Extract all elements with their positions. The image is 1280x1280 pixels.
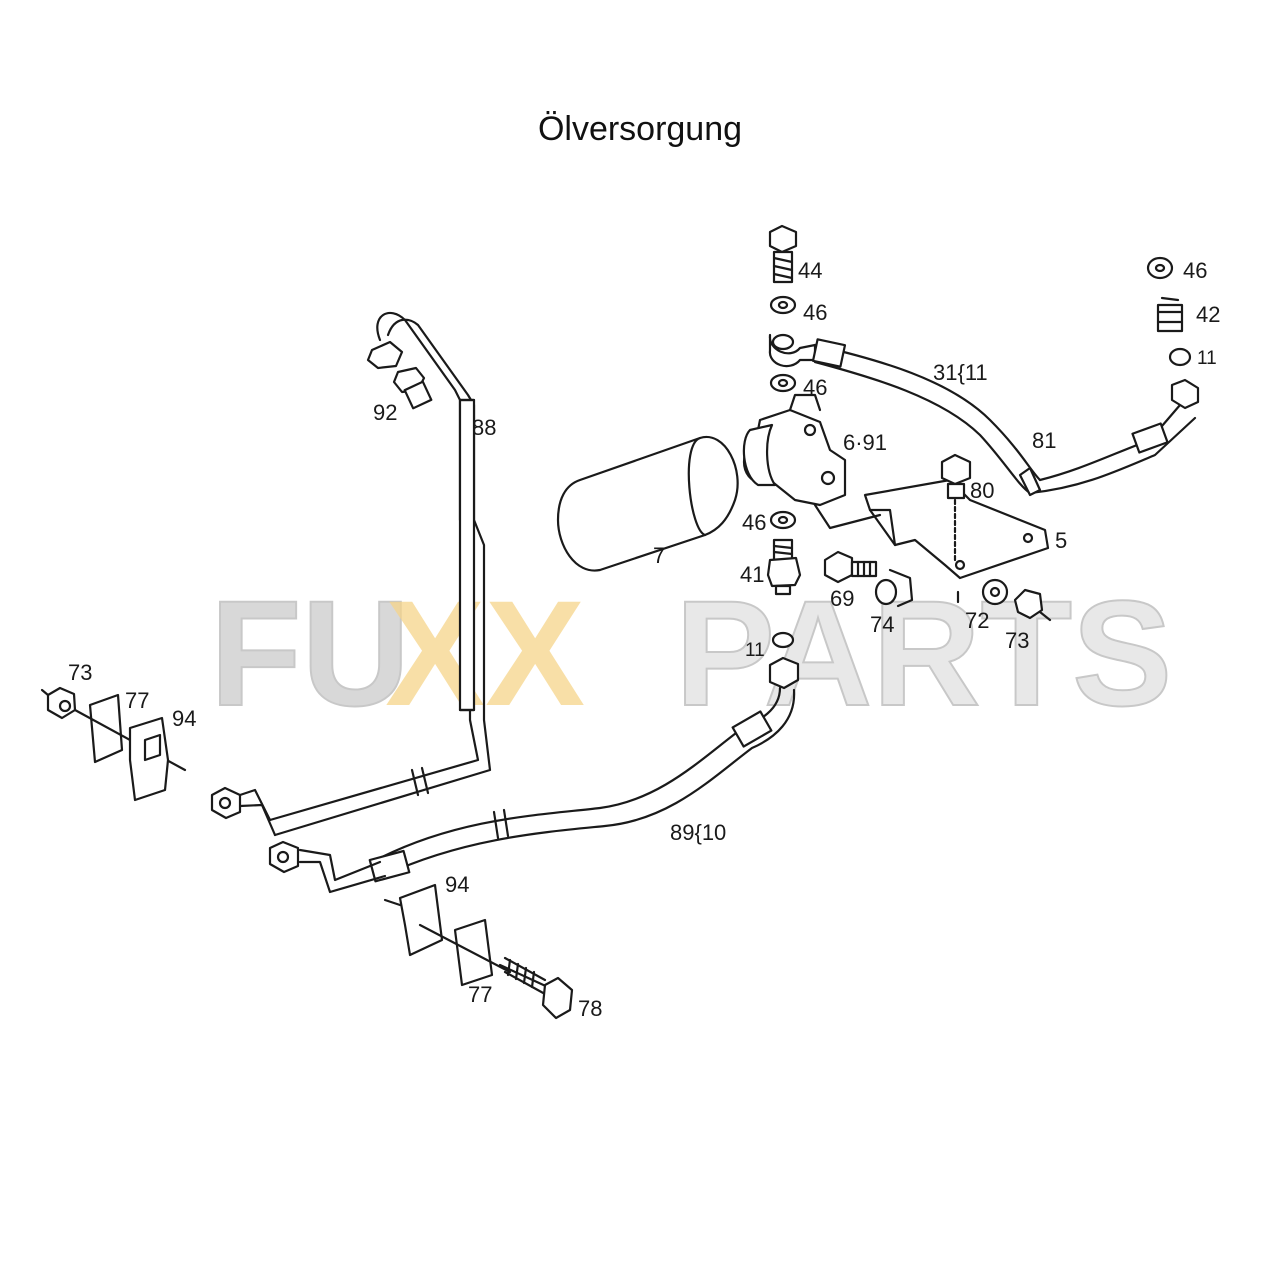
fitting-stack-41 [766, 510, 802, 690]
label-80: 80 [970, 478, 994, 503]
label-44: 44 [798, 258, 822, 283]
clamp-set-left [40, 686, 187, 802]
label-46-mid: 46 [803, 375, 827, 400]
label-78: 78 [578, 996, 602, 1021]
label-46-top: 46 [803, 300, 827, 325]
label-81: 81 [1032, 428, 1056, 453]
clamp-set-bottom [383, 883, 574, 1020]
bolt-69 [823, 550, 914, 608]
washer-72 [956, 578, 1052, 622]
label-69: 69 [830, 586, 854, 611]
label-73-right: 73 [1005, 628, 1029, 653]
label-5: 5 [1055, 528, 1067, 553]
hose-31 [811, 338, 1197, 497]
pipe-end-fittings [210, 786, 300, 874]
hose-89 [238, 686, 796, 894]
label-42: 42 [1196, 302, 1220, 327]
label-46-right: 46 [1183, 258, 1207, 283]
bolt-stack-44 [768, 224, 817, 393]
label-11-right: 11 [1197, 348, 1217, 369]
label-74: 74 [870, 612, 894, 637]
page-title: Ölversorgung [537, 110, 743, 148]
label-77-bottom: 77 [468, 982, 492, 1007]
label-94-bottom: 94 [445, 872, 469, 897]
watermark-fu: FU [210, 569, 410, 737]
pipe-88 [268, 311, 492, 837]
watermark-parts: PARTS [675, 569, 1172, 737]
label-31: 31{11 [933, 360, 988, 385]
label-7: 7 [653, 543, 665, 568]
label-89: 89{10 [670, 820, 726, 845]
label-77-left: 77 [125, 688, 149, 713]
label-88: 88 [472, 415, 496, 440]
label-73-left: 73 [68, 660, 92, 685]
bolt-80 [940, 453, 972, 562]
part-labels: 44 46 46 46 46 42 11 11 31{11 81 80 5 6·… [68, 258, 1220, 1021]
fitting-stack-42 [1146, 256, 1200, 410]
label-72: 72 [965, 608, 989, 633]
filter-head-6-91 [742, 393, 847, 507]
label-92: 92 [373, 400, 397, 425]
fitting-92 [366, 340, 433, 410]
label-94-left: 94 [172, 706, 196, 731]
label-41: 41 [740, 562, 764, 587]
label-11-low: 11 [745, 640, 765, 661]
label-46-low: 46 [742, 510, 766, 535]
label-6-91: 6·91 [843, 430, 887, 455]
